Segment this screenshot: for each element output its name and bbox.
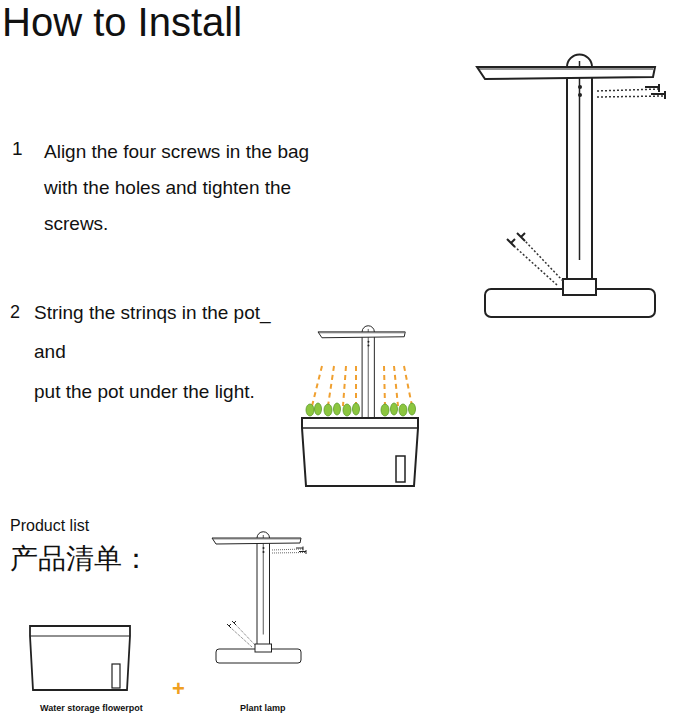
drawing-part — [302, 427, 418, 429]
drawing-part — [399, 404, 407, 416]
drawing-part — [507, 84, 665, 285]
drawing-part — [30, 626, 130, 690]
step-text: put the pot under the light. — [34, 381, 255, 404]
drawing-part — [391, 403, 398, 415]
step-number: 2 — [10, 302, 20, 324]
drawing-part — [477, 55, 655, 318]
page-title: How to Install — [2, 0, 242, 44]
part-name: Plant lamp — [240, 703, 286, 714]
drawing-part — [306, 403, 416, 416]
drawing-part — [112, 664, 120, 688]
step-text: Align the four screws in the bag with th… — [44, 134, 344, 242]
drawing-part — [353, 403, 360, 415]
drawing-part — [328, 366, 334, 406]
section-heading: Product list — [10, 516, 89, 535]
step-text: and — [34, 341, 66, 364]
drawing-part — [343, 404, 351, 416]
drawing-part — [324, 404, 332, 416]
drawing-part — [355, 366, 357, 406]
drawing-part — [30, 635, 130, 636]
drawing-part — [404, 366, 412, 406]
step-text: String the strinqs in the pot_ — [34, 302, 271, 325]
drawing-part — [312, 366, 322, 406]
drawing-part — [302, 418, 418, 486]
step-number: 1 — [12, 138, 23, 161]
drawing-part — [212, 532, 301, 663]
drawing-part — [409, 403, 416, 415]
drawing-part — [384, 366, 385, 406]
drawing-part — [394, 366, 398, 406]
plus-sign: + — [172, 676, 185, 702]
drawing-part — [334, 403, 341, 415]
drawing-part — [306, 404, 314, 416]
section-heading: 产品清单： — [10, 542, 150, 576]
part-name: Water storage flowerpot — [40, 703, 143, 714]
drawing-part — [343, 366, 346, 406]
drawing-part — [381, 404, 389, 416]
drawing-part — [227, 547, 306, 648]
drawing-part — [315, 403, 322, 415]
drawing-part — [312, 366, 412, 406]
drawing-part — [396, 456, 405, 482]
